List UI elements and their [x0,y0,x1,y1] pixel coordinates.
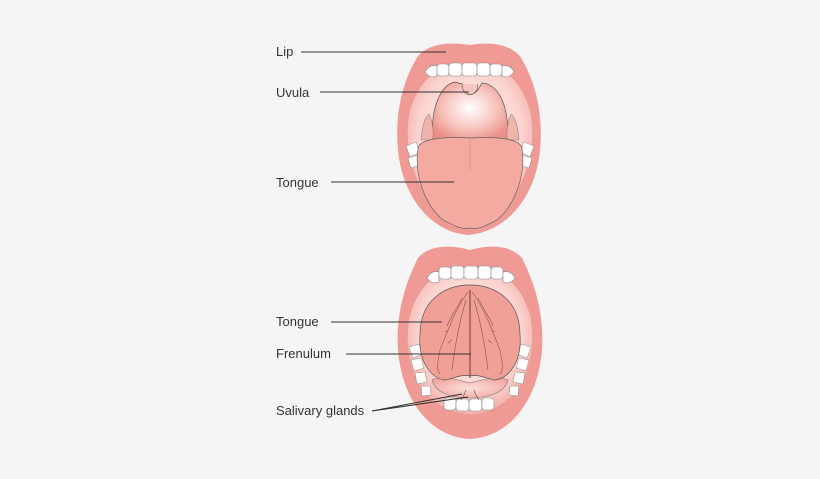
label-lip: Lip [276,44,294,59]
label-frenulum: Frenulum [276,346,331,361]
top-mouth [397,43,541,236]
lower-teeth [443,397,495,412]
leader-lines [301,51,471,412]
leader-line-salivary-2 [371,396,469,412]
label-tongue-bottom: Tongue [276,314,319,329]
upper-teeth [424,62,515,78]
bottom-mouth [397,246,543,439]
tongue-top [416,137,524,229]
label-uvula: Uvula [276,85,310,100]
leader-line-salivary-1 [371,393,463,412]
label-salivary-glands: Salivary glands [276,403,365,418]
label-tongue-top: Tongue [276,175,319,190]
